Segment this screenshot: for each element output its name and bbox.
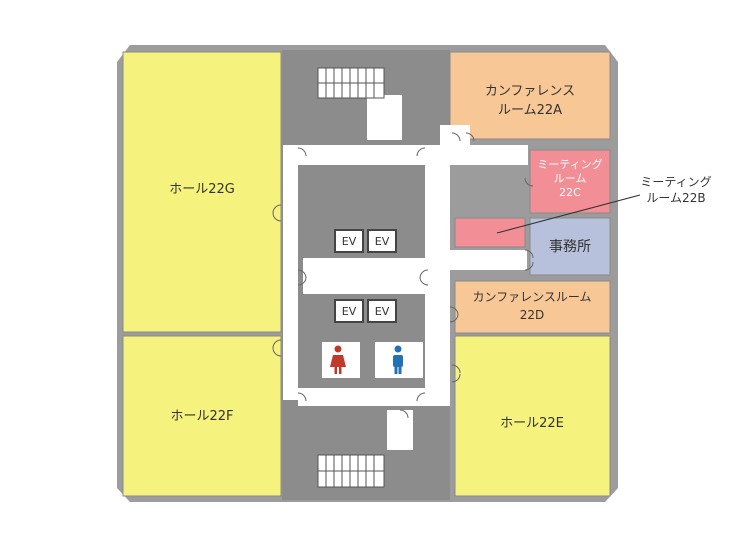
callout-meeting-22b-label-1: ミーティング xyxy=(640,175,711,189)
office[interactable] xyxy=(529,217,611,276)
svg-text:EV: EV xyxy=(342,305,357,318)
hall-22f-label: ホール22F xyxy=(170,409,233,424)
conference-room-22d-label-1: カンファレンスルーム xyxy=(472,290,591,304)
meeting-room-22c-label-1: ミーティング xyxy=(537,157,602,171)
conference-room-22a-label-2: ルーム22A xyxy=(498,103,562,118)
meeting-room-22c-label-3: 22C xyxy=(559,186,581,199)
conference-room-22a-label-1: カンファレンス xyxy=(485,84,575,99)
svg-text:EV: EV xyxy=(342,235,357,248)
male-restroom-icon xyxy=(393,345,403,374)
meeting-room-22c[interactable] xyxy=(529,149,611,214)
callout-leader-line xyxy=(496,194,641,234)
elevator-ev-3: EV xyxy=(334,299,364,323)
svg-text:EV: EV xyxy=(375,235,390,248)
stairs-icon xyxy=(317,67,385,99)
hall-22g[interactable] xyxy=(122,51,282,333)
elevator-ev-4: EV xyxy=(367,299,397,323)
meeting-room-22c-label-2: ルーム xyxy=(554,172,587,185)
female-restroom-icon xyxy=(330,345,346,374)
conference-room-22d[interactable] xyxy=(454,280,611,334)
svg-text:EV: EV xyxy=(375,305,390,318)
corridors xyxy=(283,95,528,450)
office-label: 事務所 xyxy=(549,239,591,255)
meeting-room-22b[interactable] xyxy=(454,217,526,248)
conference-room-22d-label-2: 22D xyxy=(520,308,545,322)
door-icon xyxy=(272,132,534,419)
hall-22g-label: ホール22G xyxy=(169,182,235,197)
hall-22e[interactable] xyxy=(454,335,611,497)
hall-22e-label: ホール22E xyxy=(500,416,564,431)
elevator-ev-2: EV xyxy=(367,229,397,253)
callout-meeting-22b-label-2: ルーム22B xyxy=(646,191,705,205)
conference-room-22a[interactable] xyxy=(449,51,611,140)
elevator-ev-1: EV xyxy=(334,229,364,253)
stairs-icon-bottom xyxy=(317,454,385,488)
hall-22f[interactable] xyxy=(122,335,282,497)
